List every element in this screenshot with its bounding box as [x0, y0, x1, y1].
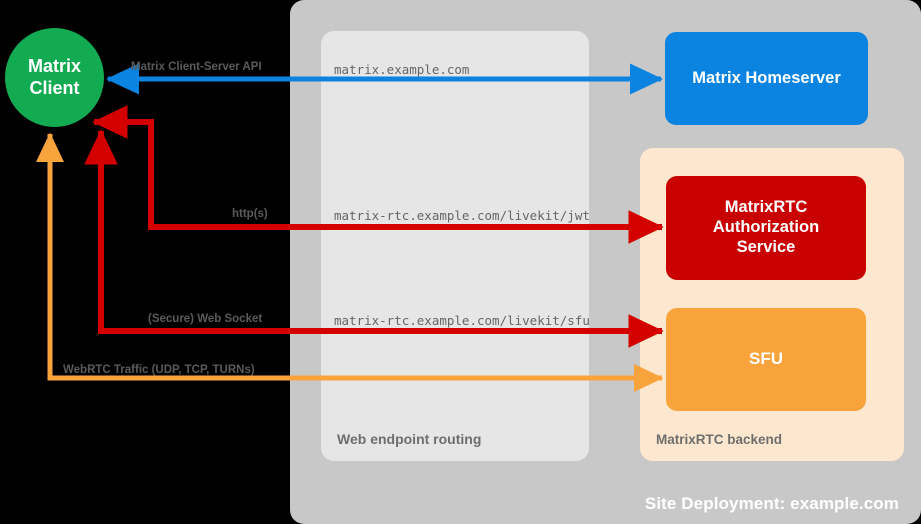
node-auth-line1: MatrixRTC	[724, 198, 808, 217]
site-deployment-label: Site Deployment: example.com	[644, 494, 899, 513]
endpoint-label-livekit-jwt: matrix-rtc.example.com/livekit/jwt	[334, 208, 590, 223]
node-auth-line2: Authorization	[712, 218, 820, 237]
node-matrixrtc-authorization-service[interactable]: MatrixRTC Authorization Service	[666, 176, 866, 280]
node-sfu-label: SFU	[749, 349, 783, 369]
node-auth-line3: Service	[736, 237, 796, 256]
flow-line-websocket-sfu	[98, 131, 664, 348]
flow-line-http-jwt-back	[92, 105, 154, 227]
node-matrix-client[interactable]: Matrix Client	[5, 28, 104, 127]
node-matrix-client-line2: Client	[29, 77, 80, 98]
flow-line-webrtc-traffic	[47, 134, 664, 393]
node-matrix-homeserver[interactable]: Matrix Homeserver	[665, 32, 868, 125]
flow-label-web-socket: (Secure) Web Socket	[148, 313, 263, 325]
node-matrix-client-line1: Matrix	[27, 56, 81, 77]
node-matrix-homeserver-label: Matrix Homeserver	[692, 68, 841, 87]
flow-label-http: http(s)	[232, 208, 268, 220]
node-sfu[interactable]: SFU	[666, 308, 866, 411]
endpoint-label-livekit-sfu: matrix-rtc.example.com/livekit/sfu	[334, 313, 590, 328]
web-endpoint-routing-container: Web endpoint routing	[321, 31, 589, 461]
endpoint-label-matrix: matrix.example.com	[334, 62, 470, 77]
web-endpoint-routing-label: Web endpoint routing	[337, 431, 482, 447]
flow-label-webrtc-traffic: WebRTC Traffic (UDP, TCP, TURNs)	[63, 364, 255, 376]
flow-label-client-server-api: Matrix Client-Server API	[131, 61, 262, 73]
matrixrtc-backend-label: MatrixRTC backend	[656, 432, 783, 447]
